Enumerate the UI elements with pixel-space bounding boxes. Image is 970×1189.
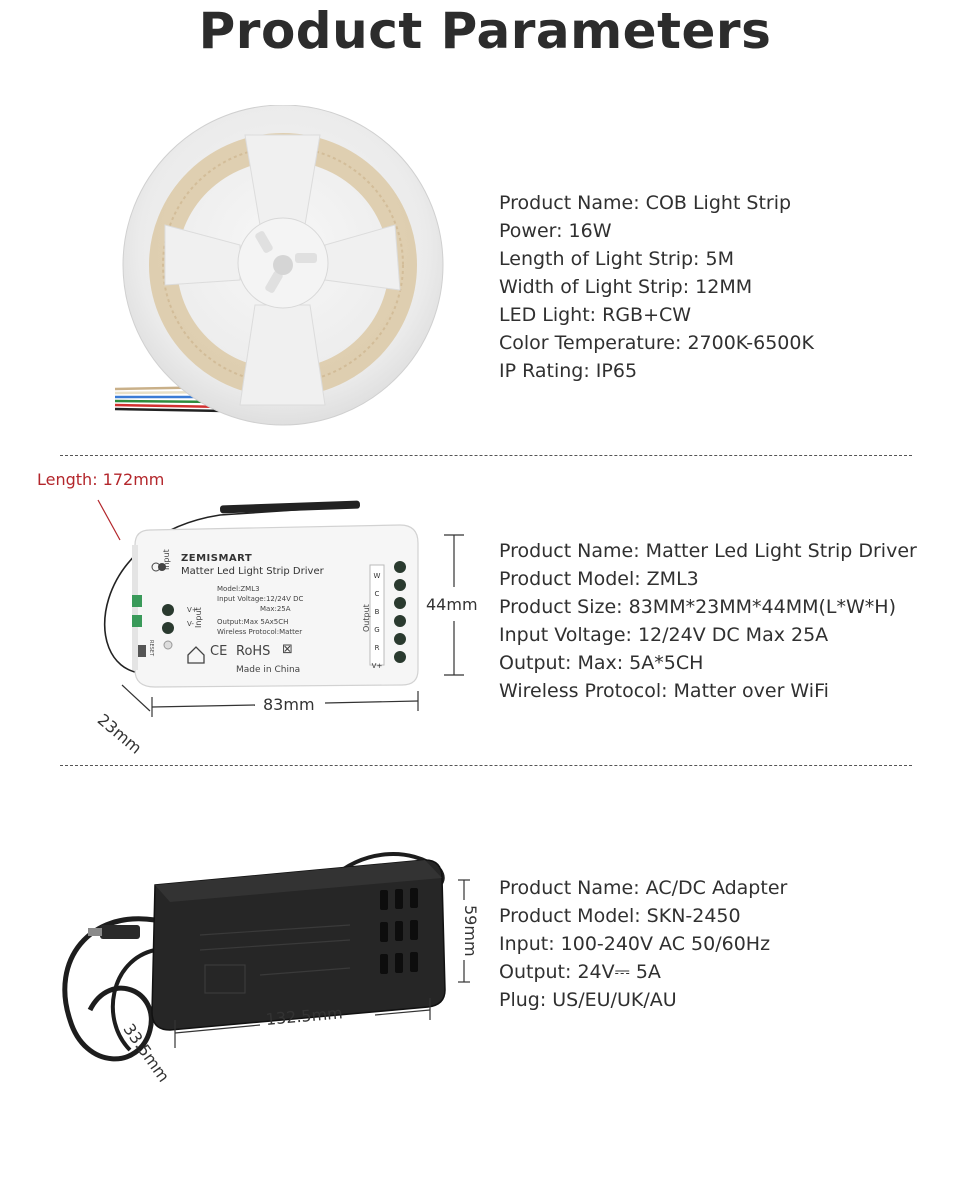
adapter-height-label: 59mm xyxy=(461,905,480,957)
terminal-label: B xyxy=(374,608,380,616)
cable-length-label: Length: 172mm xyxy=(37,470,165,489)
spec-line: Plug: US/EU/UK/AU xyxy=(499,989,677,1011)
page-title: Product Parameters xyxy=(198,2,772,60)
spec-line: IP Rating: IP65 xyxy=(499,360,638,382)
driver-height-label: 44mm xyxy=(426,595,478,614)
spec-line: Product Name: COB Light Strip xyxy=(499,192,792,214)
cob-strip-image xyxy=(114,105,444,426)
driver-model: Model:ZML3 xyxy=(217,585,260,593)
rohs-mark: RoHS xyxy=(236,644,271,659)
spec-line: Product Name: AC/DC Adapter xyxy=(499,877,788,899)
spec-line: Width of Light Strip: 12MM xyxy=(499,276,753,298)
made-in-label: Made in China xyxy=(236,665,301,675)
spec-line: Product Name: Matter Led Light Strip Dri… xyxy=(499,540,917,562)
spec-line: Input Voltage: 12/24V DC Max 25A xyxy=(499,624,829,646)
spec-line: Length of Light Strip: 5M xyxy=(499,248,734,270)
driver-input-voltage: Input Voltage:12/24V DC xyxy=(217,595,304,603)
terminal-label: C xyxy=(374,590,380,598)
driver-brand: ZEMISMART xyxy=(181,553,253,564)
spec-line: Product Model: ZML3 xyxy=(499,568,699,590)
driver-length-label: 83mm xyxy=(263,695,315,714)
spec-line: Color Temperature: 2700K-6500K xyxy=(499,332,814,354)
adapter-dimension-lines xyxy=(174,879,470,1048)
terminal-label: G xyxy=(374,626,380,634)
driver-output: Output:Max 5Ax5CH xyxy=(217,618,289,626)
weee-icon: ⊠ xyxy=(282,642,293,657)
spec-line: Product Model: SKN-2450 xyxy=(499,905,741,927)
output-terminal-labels: W C B G R V+ xyxy=(370,567,384,675)
input-plus-label: V+ xyxy=(187,606,198,614)
spec-line: LED Light: RGB+CW xyxy=(499,304,692,326)
adapter-image xyxy=(62,852,446,1062)
adapter-specs: Product Name: AC/DC Adapter Product Mode… xyxy=(499,874,787,1014)
terminal-label: V+ xyxy=(371,662,383,670)
spec-line: Input: 100-240V AC 50/60Hz xyxy=(499,933,771,955)
driver-dimension-lines xyxy=(121,534,464,717)
terminal-label: W xyxy=(373,572,381,580)
spec-line: Power: 16W xyxy=(499,220,612,242)
spec-line: Wireless Protocol: Matter over WiFi xyxy=(499,680,829,702)
section-divider xyxy=(60,765,912,766)
driver-name: Matter Led Light Strip Driver xyxy=(181,566,324,577)
cob-strip-specs: Product Name: COB Light Strip Power: 16W… xyxy=(499,189,814,385)
section-divider xyxy=(60,455,912,456)
driver-protocol: Wireless Protocol:Matter xyxy=(217,628,303,636)
strip-driver-specs: Product Name: Matter Led Light Strip Dri… xyxy=(499,537,917,705)
spec-line: Output: Max: 5A*5CH xyxy=(499,652,704,674)
terminal-label: R xyxy=(374,644,380,652)
input-minus-label: V- xyxy=(187,620,194,628)
spec-line: Product Size: 83MM*23MM*44MM(L*W*H) xyxy=(499,596,896,618)
driver-max-current: Max:25A xyxy=(260,605,291,613)
strip-driver-image xyxy=(97,499,419,688)
spec-line: Output: 24V⎓ 5A xyxy=(499,961,661,983)
ce-mark: CE xyxy=(210,644,228,659)
